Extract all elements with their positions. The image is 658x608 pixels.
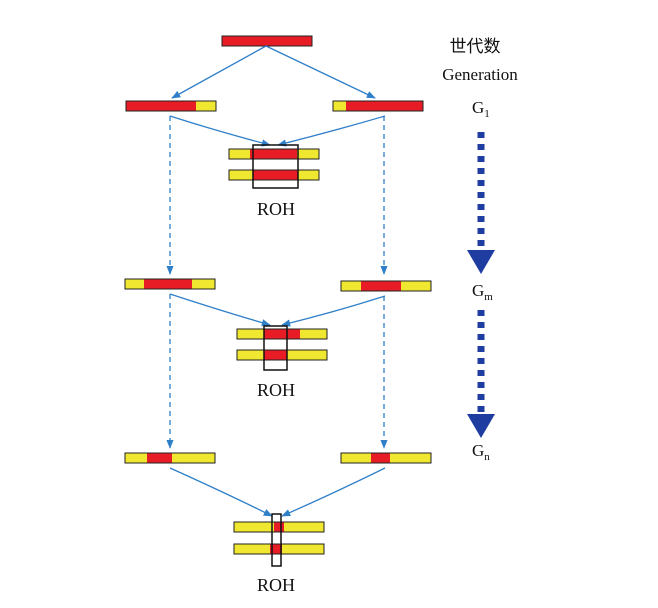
gn-right-chromosome [340, 452, 432, 464]
generation-flow-arrow-2 [467, 310, 495, 438]
g1-right-chromosome [332, 100, 424, 112]
gm-left-chromosome [124, 278, 216, 290]
gm-right-chromosome [340, 280, 432, 292]
header-title-cn: 世代数 [450, 37, 501, 57]
roh-box-3 [271, 513, 282, 567]
offspring1-chromosome-pair [228, 148, 320, 181]
roh-label-2: ROH [257, 380, 295, 400]
gn-left-chromosome [124, 452, 216, 464]
roh-label-1: ROH [257, 199, 295, 219]
generation-flow-arrow-1 [467, 132, 495, 274]
offspring2-chromosome-pair [236, 328, 328, 361]
ancestor-to-g1-arrows [171, 45, 376, 99]
generation-label-gm: Gm [472, 281, 493, 303]
roh-label-3: ROH [257, 575, 295, 595]
ancestor-chromosome [221, 35, 313, 47]
gn-to-offspring3-arrows [169, 467, 386, 517]
generation-label-gn: Gn [472, 441, 490, 463]
roh-box-2 [263, 325, 288, 371]
g1-to-gm-dashed-arrows [166, 116, 388, 275]
offspring3-chromosome-pair [233, 521, 325, 555]
gm-to-gn-dashed-arrows [166, 294, 388, 449]
generation-label-g1: G1 [472, 98, 490, 120]
g1-to-offspring1-arrows [169, 115, 386, 147]
gm-to-offspring2-arrows [169, 293, 386, 327]
roh-box-1 [252, 144, 299, 189]
header-title-en: Generation [442, 65, 518, 84]
g1-left-chromosome [125, 100, 217, 112]
